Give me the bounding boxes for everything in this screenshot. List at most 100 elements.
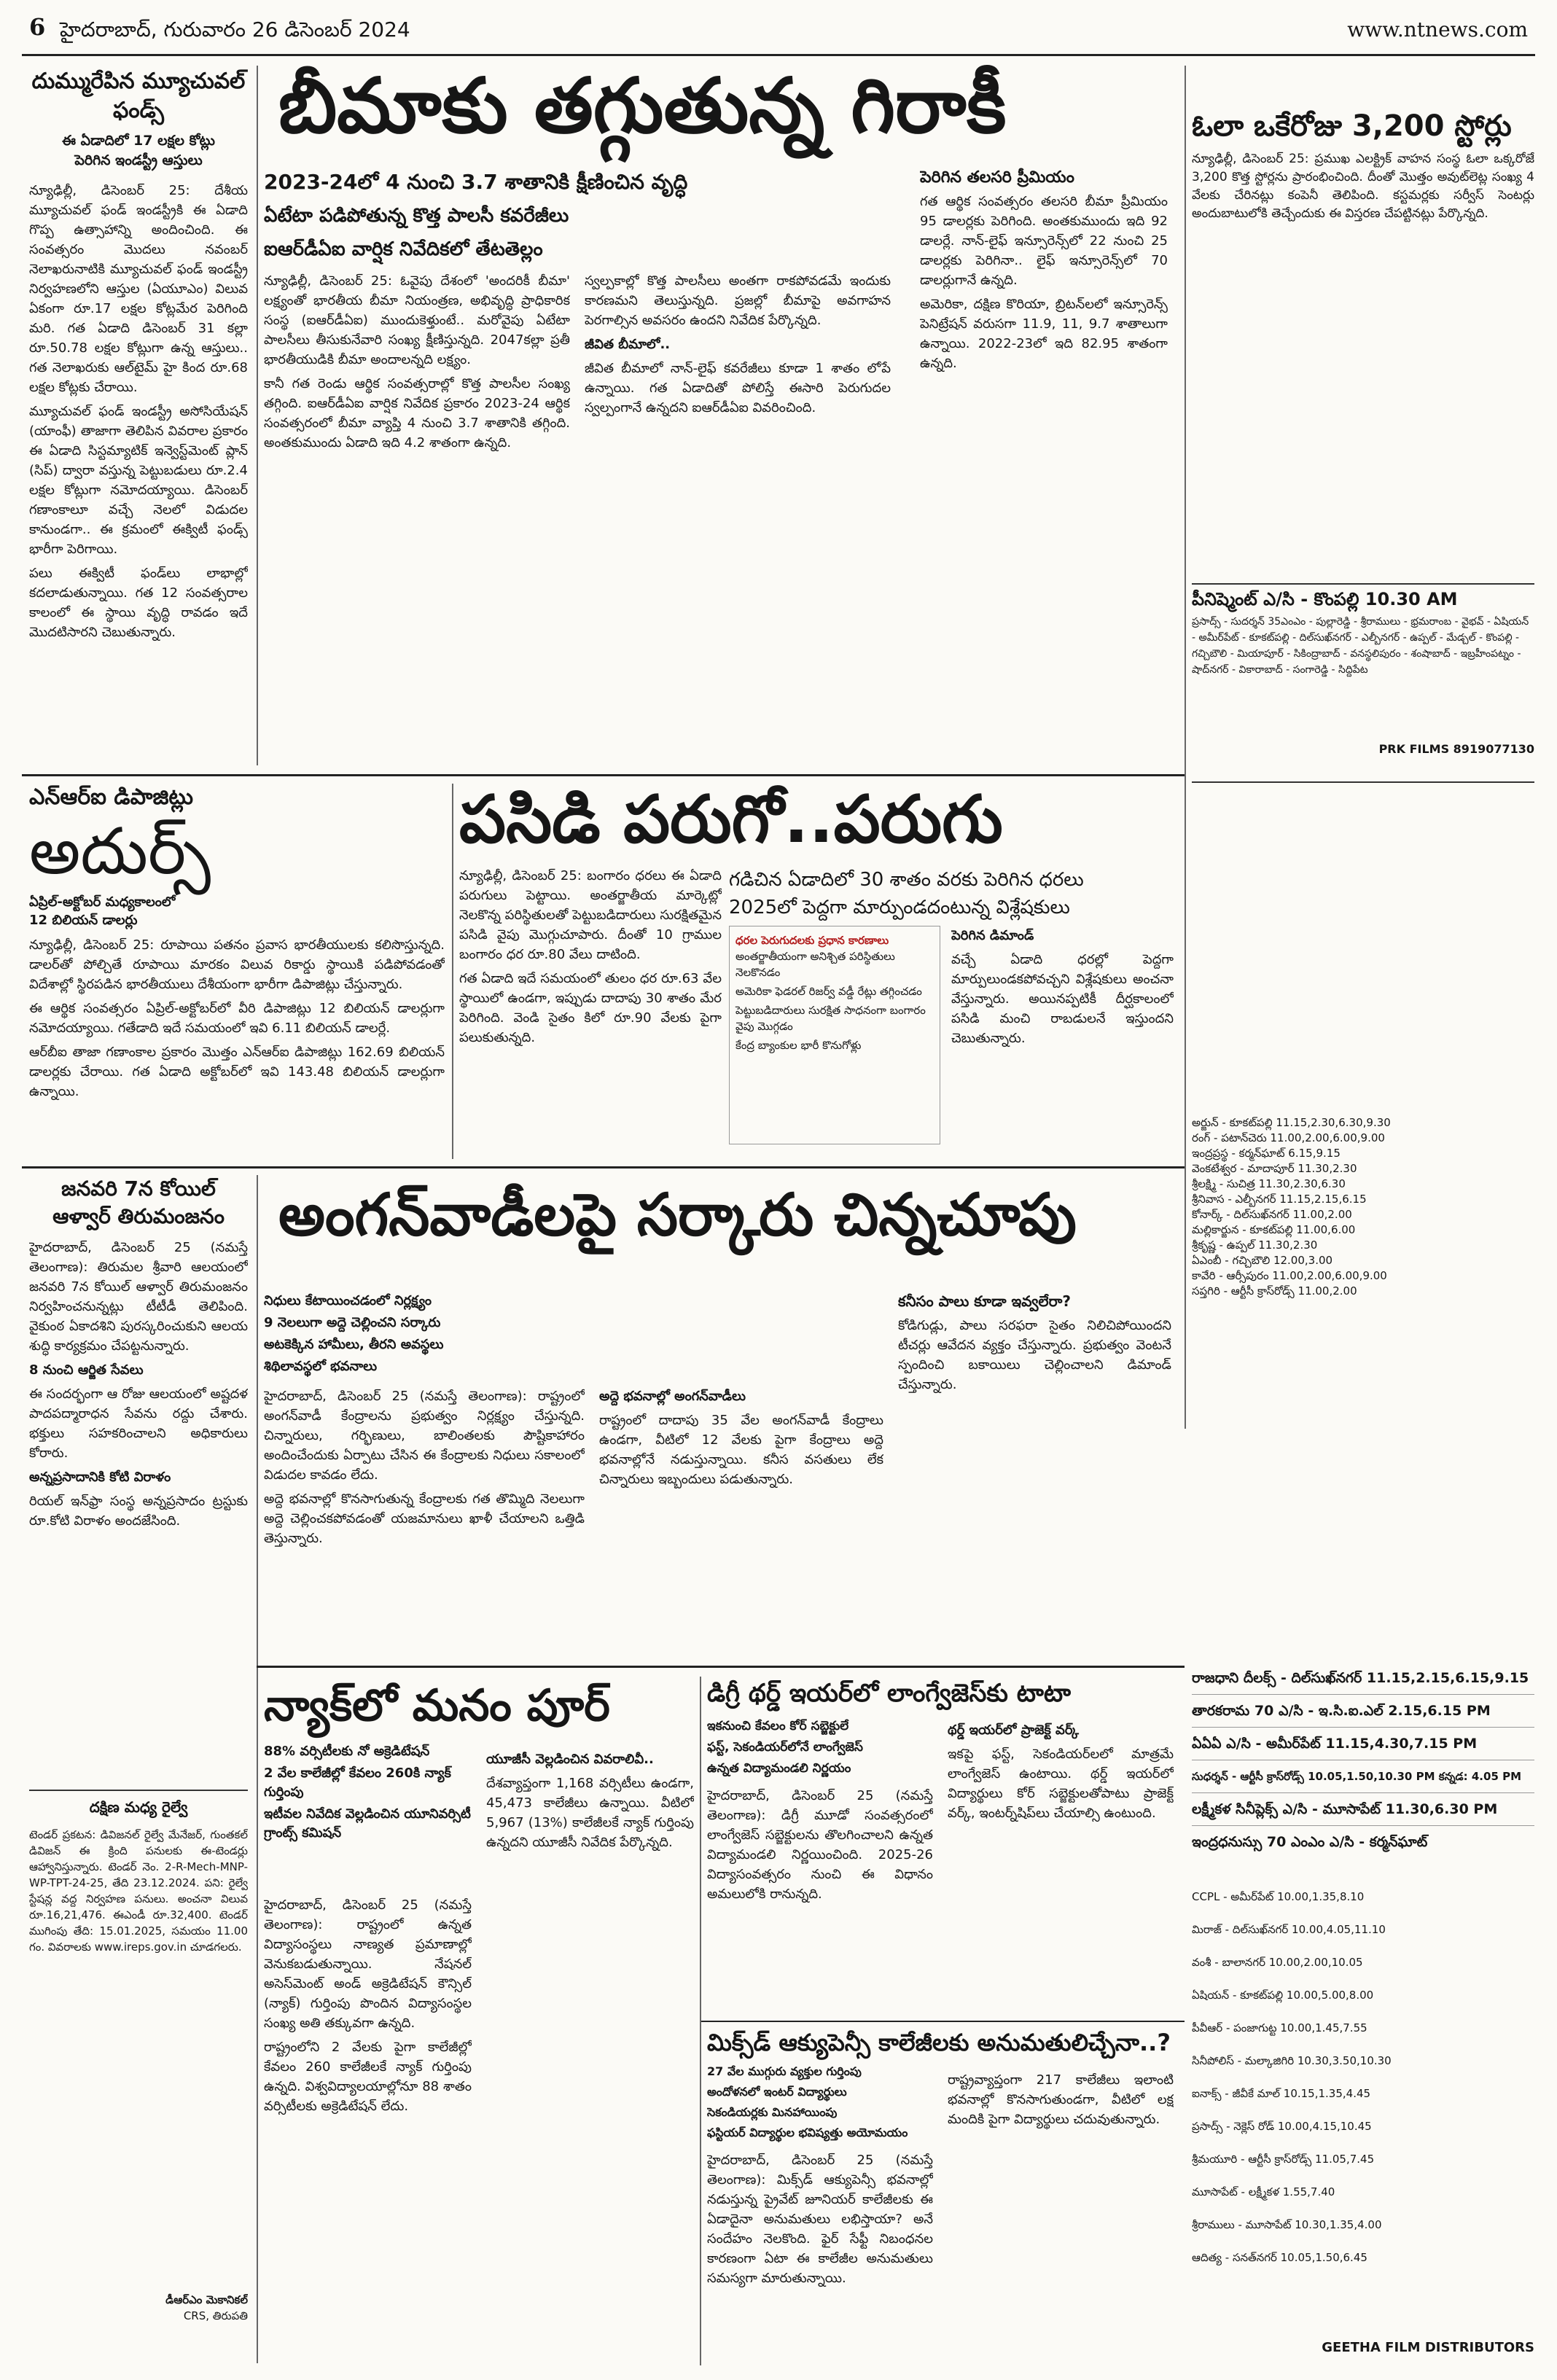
railway-tender-notice: దక్షిణ మధ్య రైల్వే టెండర్ ప్రకటన: డివిజన…: [29, 1790, 248, 2367]
notice-signature: డీఆర్ఎం మెకానికల్: [165, 2293, 248, 2306]
anganwadi-subhead: అద్దె భవనాల్లో అంగన్‌వాడీలు: [599, 1389, 746, 1404]
nri-sub1: ఏప్రిల్-అక్టోబర్ మధ్యకాలంలో: [29, 894, 176, 910]
naac-body-col1: హైదరాబాద్, డిసెంబర్ 25 (నమస్తే తెలంగాణ):…: [264, 1897, 472, 2114]
geetha-listings: CCPL - అమీర్‌పేట్ 10.00,1.35,8.10 మిరాజ్…: [1192, 1881, 1534, 2318]
mixed-bullet: అందోళనలో ఇంటర్ విద్యార్థులు: [707, 2085, 847, 2099]
koil-body: హైదరాబాద్, డిసెంబర్ 25 (నమస్తే తెలంగాణ):…: [29, 1240, 248, 1529]
insurance-deck2: ఏటేటా పడిపోతున్న కొత్త పాలసీ కవరేజీలు: [264, 205, 569, 227]
gold-reasons-box: ధరల పెరుగుదలకు ప్రధాన కారణాలు అంతర్జాతీయ…: [729, 926, 940, 1144]
insurance-headline: బీమాకు తగ్గుతున్న గిరాకీ: [278, 61, 1007, 150]
insurance-article: బీమాకు తగ్గుతున్న గిరాకీ 2023-24లో 4 నుం…: [264, 58, 1179, 769]
show-listing: కావేరి - ఆర్సీపురం 11.00,2.00,6.00,9.00: [1192, 1269, 1387, 1282]
show-listing: ఏఎంబీ - గచ్చిబౌలి 12.00,3.00: [1192, 1254, 1333, 1267]
gold-deck2: 2025లో పెద్దగా మార్పుండదంటున్న విశ్లేషకు…: [729, 897, 1070, 918]
showtime-ad: తారకరామ 70 ఎ/సి - ఇ.సి.ఐ.ఎల్ 2.15,6.15 P…: [1192, 1695, 1534, 1728]
show-listing: శ్రీనివాస - ఎల్బీనగర్ 11.15,2.15,6.15: [1192, 1193, 1367, 1206]
ola-article: ఓలా ఒకేరోజు 3,200 స్టోర్లు న్యూఢిల్లీ, డ…: [1192, 108, 1534, 348]
mixed-bullet: ఫస్టియర్ విద్యార్థుల భవిష్యత్తు అయోమయం: [707, 2126, 908, 2139]
anganwadi-bullet: అటకెక్కిన హామీలు, తీరని అవస్థలు: [264, 1337, 444, 1352]
show-listing: శ్రీలక్ష్మి - సుచిత్ర 11.30,2.30,6.30: [1192, 1177, 1346, 1190]
site-url[interactable]: www.ntnews.com: [1347, 17, 1528, 42]
mixed-bullets: 27 వేల ముగ్గురు వ్యక్తుల గుర్తింపు అందోళ…: [707, 2063, 926, 2142]
naac-body-col2: యూజీసీ వెల్లడించిన వివరాలివీ.. దేశవ్యాప్…: [486, 1749, 694, 2354]
geetha-listing: శ్రీమయూరి - ఆర్టీసీ క్రాస్‌రోడ్స్ 11.05,…: [1192, 2153, 1375, 2166]
geetha-listing: వంశీ - బాలానగర్ 10.00,2.00,10.05: [1192, 1956, 1363, 1969]
showtime-ad: లక్ష్మీకళ సినీప్లెక్స్ ఎ/సి - మూసాపేట్ 1…: [1192, 1793, 1534, 1826]
showtime-ad: సుధర్శన్ - ఆర్టీసీ క్రాస్‌రోడ్స్ 10.05,1…: [1192, 1760, 1534, 1793]
show-listing: ఇంద్రప్రస్థ - కర్మన్‌ఘాట్ 6.15,9.15: [1192, 1147, 1341, 1160]
theatre-listings: అర్జున్ - కూకట్‌పల్లి 11.15,2.30,6.30,9.…: [1192, 1115, 1534, 1407]
degree-bullet: ఇకనుంచి కేవలం కోర్ సబ్జెక్టులే: [707, 1719, 849, 1733]
degree-bullets: ఇకనుంచి కేవలం కోర్ సబ్జెక్టులే ఫస్ట్, సె…: [707, 1717, 926, 1778]
showtime-ads: రాజధాని దీలక్స్ - దిల్‌సుఖ్‌నగర్ 11.15,2…: [1192, 1662, 1534, 1873]
notice-title: దక్షిణ మధ్య రైల్వే: [89, 1798, 188, 1816]
showtime-ad: ఏఏఏ ఎ/సి - అమీర్‌పేట్ 11.15,4.30,7.15 PM: [1192, 1728, 1534, 1760]
ola-headline: ఓలా ఒకేరోజు 3,200 స్టోర్లు: [1192, 109, 1512, 143]
dateline: హైదరాబాద్, గురువారం 26 డిసెంబర్ 2024: [60, 17, 410, 42]
prk-ad-footer: PRK FILMS 8919077130: [1378, 742, 1534, 756]
mixed-occupancy-article: మిక్స్‌డ్ ఆక్యుపెన్సీ కాలేజీలకు అనుమతులి…: [707, 2026, 1181, 2365]
show-listing: రంగ్ - పటాన్‌చెరు 11.00,2.00,6.00,9.00: [1192, 1131, 1385, 1144]
page-number: 6: [29, 13, 46, 41]
nri-kicker: ఎన్ఆర్ఐ డిపాజిట్లు: [29, 784, 193, 810]
mixed-bullet: 27 వేల ముగ్గురు వ్యక్తుల గుర్తింపు: [707, 2064, 862, 2078]
mutual-fund-article: దుమ్మురేపిన మ్యూచువల్ ఫండ్స్ ఈ ఏడాదిలో 1…: [29, 67, 248, 767]
anganwadi-body-col1: హైదరాబాద్, డిసెంబర్ 25 (నమస్తే తెలంగాణ):…: [264, 1389, 585, 1546]
masthead-rule: [22, 54, 1535, 56]
degree-headline: డిగ్రీ థర్డ్ ఇయర్‌లో లాంగ్వేజెస్‌కు టాటా: [707, 1679, 1072, 1708]
degree-bullet: ఉన్నత విద్యామండలి నిర్ణయం: [707, 1761, 851, 1776]
degree-bullet: ఫస్ట్, సెకండియర్‌లోనే లాంగ్వేజెస్: [707, 1740, 863, 1755]
geetha-listing: మిరాజ్ - దిల్‌సుఖ్‌నగర్ 10.00,4.05,11.10: [1192, 1923, 1386, 1936]
gold-reason: పెట్టుబడిదారులు సురక్షిత సాధనంగా బంగారం …: [735, 1004, 926, 1033]
mixed-bullet: సెకండియర్లకు మినహాయింపు: [707, 2105, 838, 2119]
anganwadi-side-head: కనీసం పాలు కూడా ఇవ్వలేరా?: [898, 1292, 1071, 1310]
naac-bullet: ఇటీవల నివేదిక వెల్లడించిన యూనివర్సిటీ గ్…: [264, 1806, 471, 1841]
show-listing: మల్లికార్జున - కూకట్‌పల్లి 11.00,6.00: [1192, 1223, 1356, 1236]
koil-headline: జనవరి 7న కోయిల్ ఆళ్వార్ తిరుమంజనం: [52, 1177, 225, 1228]
prk-ad-title: పీనిష్మెంట్ ఎ/సి - కొంపల్లి 10.30 AM: [1192, 589, 1458, 609]
showtime-ad: ఇంద్రధనుస్సు 70 ఎంఎం ఎ/సి - కర్మన్‌ఘాట్: [1192, 1834, 1428, 1850]
prk-films-ad: పీనిష్మెంట్ ఎ/సి - కొంపల్లి 10.30 AM ప్ర…: [1192, 583, 1534, 783]
geetha-listing: శ్రీరాములు - మూసాపేట్ 10.30,1.35,4.00: [1192, 2218, 1382, 2231]
mutual-fund-headline: దుమ్మురేపిన మ్యూచువల్ ఫండ్స్: [31, 69, 246, 123]
notice-body: టెండర్ ప్రకటన: డివిజనల్ రైల్వే మేనేజర్, …: [29, 1828, 248, 1954]
nri-sub2: 12 బిలియన్ డాలర్లు: [29, 913, 138, 928]
mutual-fund-kicker2: పెరిగిన ఇండస్ట్రీ ఆస్తులు: [74, 152, 203, 168]
koil-subhead2: అన్నప్రసాదానికి కోటి విరాళం: [29, 1470, 171, 1485]
show-listing: శ్రీకృష్ణ - ఉప్పల్ 11.30,2.30: [1192, 1238, 1318, 1252]
anganwadi-bullet: శిథిలావస్థలో భవనాలు: [264, 1359, 378, 1374]
gold-reasons-title: ధరల పెరుగుదలకు ప్రధాన కారణాలు: [735, 934, 889, 947]
mutual-fund-kicker1: ఈ ఏడాదిలో 17 లక్షల కోట్లు: [62, 133, 215, 149]
gold-deck1: గడిచిన ఏడాదిలో 30 శాతం వరకు పెరిగిన ధరలు: [729, 869, 1084, 891]
gold-article: పసిడి పరుగో..పరుగు గడిచిన ఏడాదిలో 30 శాత…: [459, 780, 1181, 1159]
gold-subhead: పెరిగిన డిమాండ్: [951, 928, 1034, 943]
degree-subhead: థర్డ్ ఇయర్‌లో ప్రాజెక్ట్ వర్క్: [948, 1722, 1079, 1738]
mixed-headline: మిక్స్‌డ్ ఆక్యుపెన్సీ కాలేజీలకు అనుమతులి…: [707, 2029, 1171, 2056]
degree-body-col2: థర్డ్ ఇయర్‌లో ప్రాజెక్ట్ వర్క్ ఇకపై ఫస్ట…: [948, 1720, 1174, 2012]
show-listing: కోనార్క్ - దిల్‌సుఖ్‌నగర్ 11.00,2.00: [1192, 1208, 1352, 1221]
anganwadi-bullets: నిధులు కేటాయించడంలో నిర్లక్ష్యం 9 నెలలుగ…: [264, 1292, 585, 1379]
anganwadi-bullet: 9 నెలలుగా అద్దె చెల్లించని సర్కారు: [264, 1315, 441, 1330]
insurance-body-col1: న్యూఢిల్లీ, డిసెంబర్ 25: ఓవైపు దేశంలో 'అ…: [264, 273, 570, 450]
show-listing: అర్జున్ - కూకట్‌పల్లి 11.15,2.30,6.30,9.…: [1192, 1116, 1391, 1129]
gold-body-col2: పెరిగిన డిమాండ్ వచ్చే ఏడాది ధరల్లో పెద్ద…: [951, 926, 1174, 1152]
geetha-listing: పీవీఆర్ - పంజాగుట్ట 10.00,1.45,7.55: [1192, 2021, 1367, 2034]
naac-headline: న్యాక్‌లో మనం పూర్: [264, 1680, 610, 1731]
mixed-body-col1: హైదరాబాద్, డిసెంబర్ 25 (నమస్తే తెలంగాణ):…: [707, 2153, 933, 2286]
gold-reason: అమెరికా ఫెడరల్ రిజర్వ్ వడ్డీ రేట్లు తగ్గ…: [735, 985, 922, 998]
geetha-listing: ఐనాక్స్ - జీవీకే మాల్ 10.15,1.35,4.45: [1192, 2087, 1371, 2100]
nri-body: న్యూఢిల్లీ, డిసెంబర్ 25: రూపాయి పతనం ప్ర…: [29, 937, 445, 1099]
naac-bullet: 2 వేల కాలేజీల్లో కేవలం 260కి న్యాక్ గుర్…: [264, 1766, 451, 1800]
insurance-deck3: ఐఆర్‌డీఏఐ వార్షిక నివేదికలో తేటతెల్లం: [264, 238, 543, 260]
nri-deposits-article: ఎన్ఆర్ఐ డిపాజిట్లు అదుర్స్ ఏప్రిల్-అక్టో…: [29, 784, 445, 1159]
showtime-ad: రాజధాని దీలక్స్ - దిల్‌సుఖ్‌నగర్ 11.15,2…: [1192, 1662, 1534, 1695]
geetha-listing: ఏషియన్ - కూకట్‌పల్లి 10.00,5.00,8.00: [1192, 1989, 1374, 2002]
notice-signature2: CRS, తిరుపతి: [183, 2309, 248, 2322]
insurance-side-col: పెరిగిన తలసరి ప్రీమియం గత ఆర్థిక సంవత్సర…: [920, 168, 1168, 371]
naac-subhead: యూజీసీ వెల్లడించిన వివరాలివీ..: [486, 1752, 654, 1767]
geetha-listing: సినీపోలిస్ - మల్కాజిగిరి 10.30,3.50,10.3…: [1192, 2054, 1392, 2067]
degree-body-col1: హైదరాబాద్, డిసెంబర్ 25 (నమస్తే తెలంగాణ):…: [707, 1788, 933, 1902]
geetha-listing: CCPL - అమీర్‌పేట్ 10.00,1.35,8.10: [1192, 1890, 1365, 1903]
show-listing: సప్తగిరి - ఆర్టీసీ క్రాస్‌రోడ్స్ 11.00,2…: [1192, 1284, 1357, 1298]
